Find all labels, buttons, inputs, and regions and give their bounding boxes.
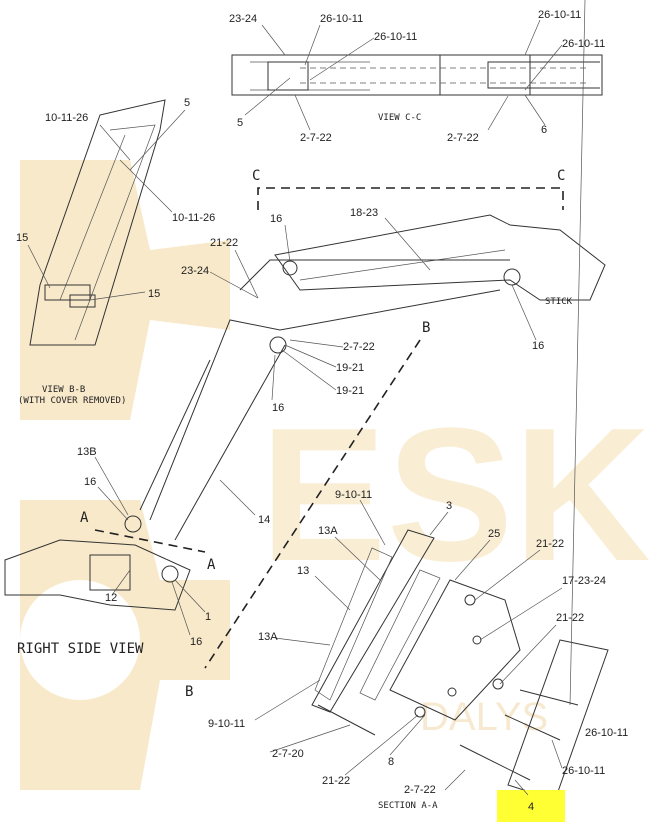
label-26-10-11: 26-10-11 [320,13,363,25]
section-marker-c: C [252,168,260,184]
section-a-a-caption: SECTION A-A [378,801,438,811]
label-13a: 13A [318,525,338,537]
label-2-7-22: 2-7-22 [343,341,375,353]
stick-boom-drawing [4,214,606,611]
label-17-23-24: 17-23-24 [562,575,606,587]
label-21-22: 21-22 [536,538,564,550]
label-1: 1 [205,611,211,623]
label-12: 12 [105,592,117,604]
label-4-highlighted: 4 [528,801,534,813]
label-5: 5 [237,117,243,129]
label-14: 14 [258,514,270,526]
label-16: 16 [272,402,284,414]
watermark-subtext: DALYS [420,695,548,739]
label-26-10-11: 26-10-11 [585,727,628,739]
label-25: 25 [488,528,500,540]
label-5: 5 [184,97,190,109]
right-side-view-caption: RIGHT SIDE VIEW [17,641,144,657]
label-8: 8 [388,756,394,768]
label-15: 15 [148,288,160,300]
label-2-7-20: 2-7-20 [272,748,304,760]
label-21-22: 21-22 [556,612,584,624]
label-15: 15 [16,232,28,244]
leader-lines [27,0,586,796]
label-26-10-11: 26-10-11 [562,765,605,777]
label-26-10-11: 26-10-11 [562,38,605,50]
view-b-b-caption: VIEW B-B [42,385,85,395]
label-13b: 13B [77,446,97,458]
part-labels: 23-24 26-10-11 26-10-11 26-10-11 26-10-1… [16,9,628,813]
label-26-10-11: 26-10-11 [538,9,581,21]
label-23-24: 23-24 [229,13,257,25]
section-marker-a: A [80,510,89,526]
label-26-10-11: 26-10-11 [374,31,417,43]
label-10-11-26: 10-11-26 [172,212,215,224]
label-2-7-22: 2-7-22 [404,784,436,796]
section-a-a-drawing [311,529,609,801]
label-6: 6 [541,124,547,136]
label-16: 16 [84,476,96,488]
stick-caption: STICK [545,297,573,307]
highlight-part-4 [497,790,565,822]
watermark: ESKA DALYS [20,160,649,790]
label-16: 16 [190,636,202,648]
view-b-b-drawing [29,99,166,346]
label-19-21: 19-21 [336,385,364,397]
watermark-text: ESKA [260,389,649,601]
label-9-10-11: 9-10-11 [335,489,372,501]
label-21-22: 21-22 [322,775,350,787]
section-marker-b: B [185,684,193,700]
section-lines [94,187,564,669]
label-18-23: 18-23 [350,207,378,219]
view-b-b-subcaption: (WITH COVER REMOVED) [18,396,126,406]
label-2-7-22: 2-7-22 [447,132,479,144]
label-16: 16 [532,340,544,352]
section-marker-c: C [557,168,565,184]
label-9-10-11: 9-10-11 [208,718,245,730]
section-marker-a: A [207,557,216,573]
label-10-11-26: 10-11-26 [45,112,88,124]
label-21-22: 21-22 [210,237,238,249]
label-23-24: 23-24 [181,265,209,277]
label-2-7-22: 2-7-22 [300,132,332,144]
view-c-c-caption: VIEW C-C [378,113,421,123]
section-marker-b: B [422,320,430,336]
label-16: 16 [270,213,282,225]
label-13: 13 [297,565,309,577]
label-19-21: 19-21 [336,362,364,374]
view-c-c-drawing [231,54,603,96]
label-3: 3 [446,500,452,512]
label-13a: 13A [258,631,278,643]
